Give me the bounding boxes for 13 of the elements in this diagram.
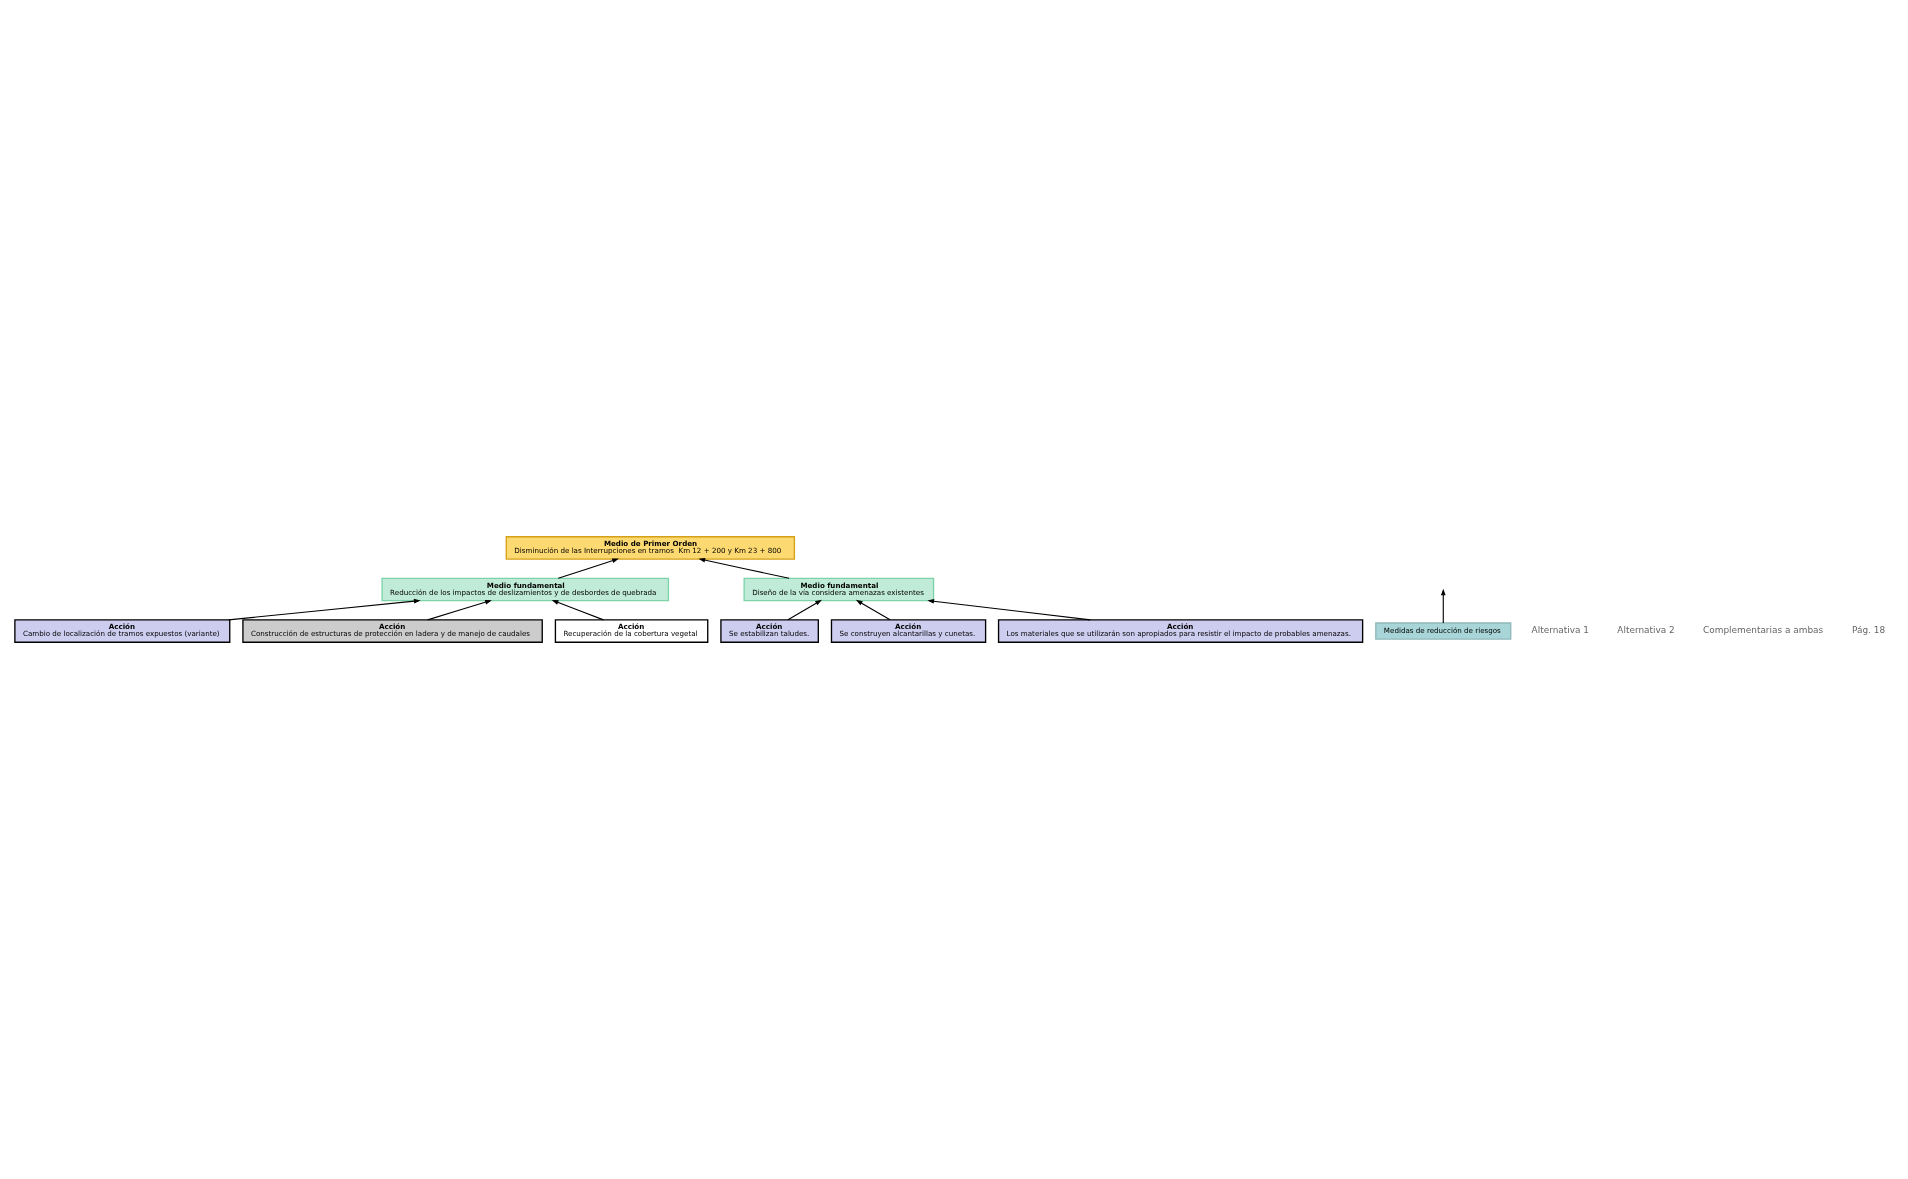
arrow	[427, 599, 492, 621]
label: Pág. 18	[1851, 625, 1886, 636]
arrow	[698, 557, 790, 579]
arrow	[787, 599, 822, 621]
arrow	[927, 598, 1091, 621]
arrow	[557, 558, 619, 579]
arrow	[228, 598, 421, 621]
arrow	[1440, 588, 1446, 624]
label: Alternativa 1	[1531, 625, 1590, 636]
label: Alternativa 2	[1617, 625, 1675, 636]
arrow	[551, 600, 605, 621]
label: Complementarias a ambas	[1703, 625, 1824, 636]
arrow	[855, 599, 891, 621]
